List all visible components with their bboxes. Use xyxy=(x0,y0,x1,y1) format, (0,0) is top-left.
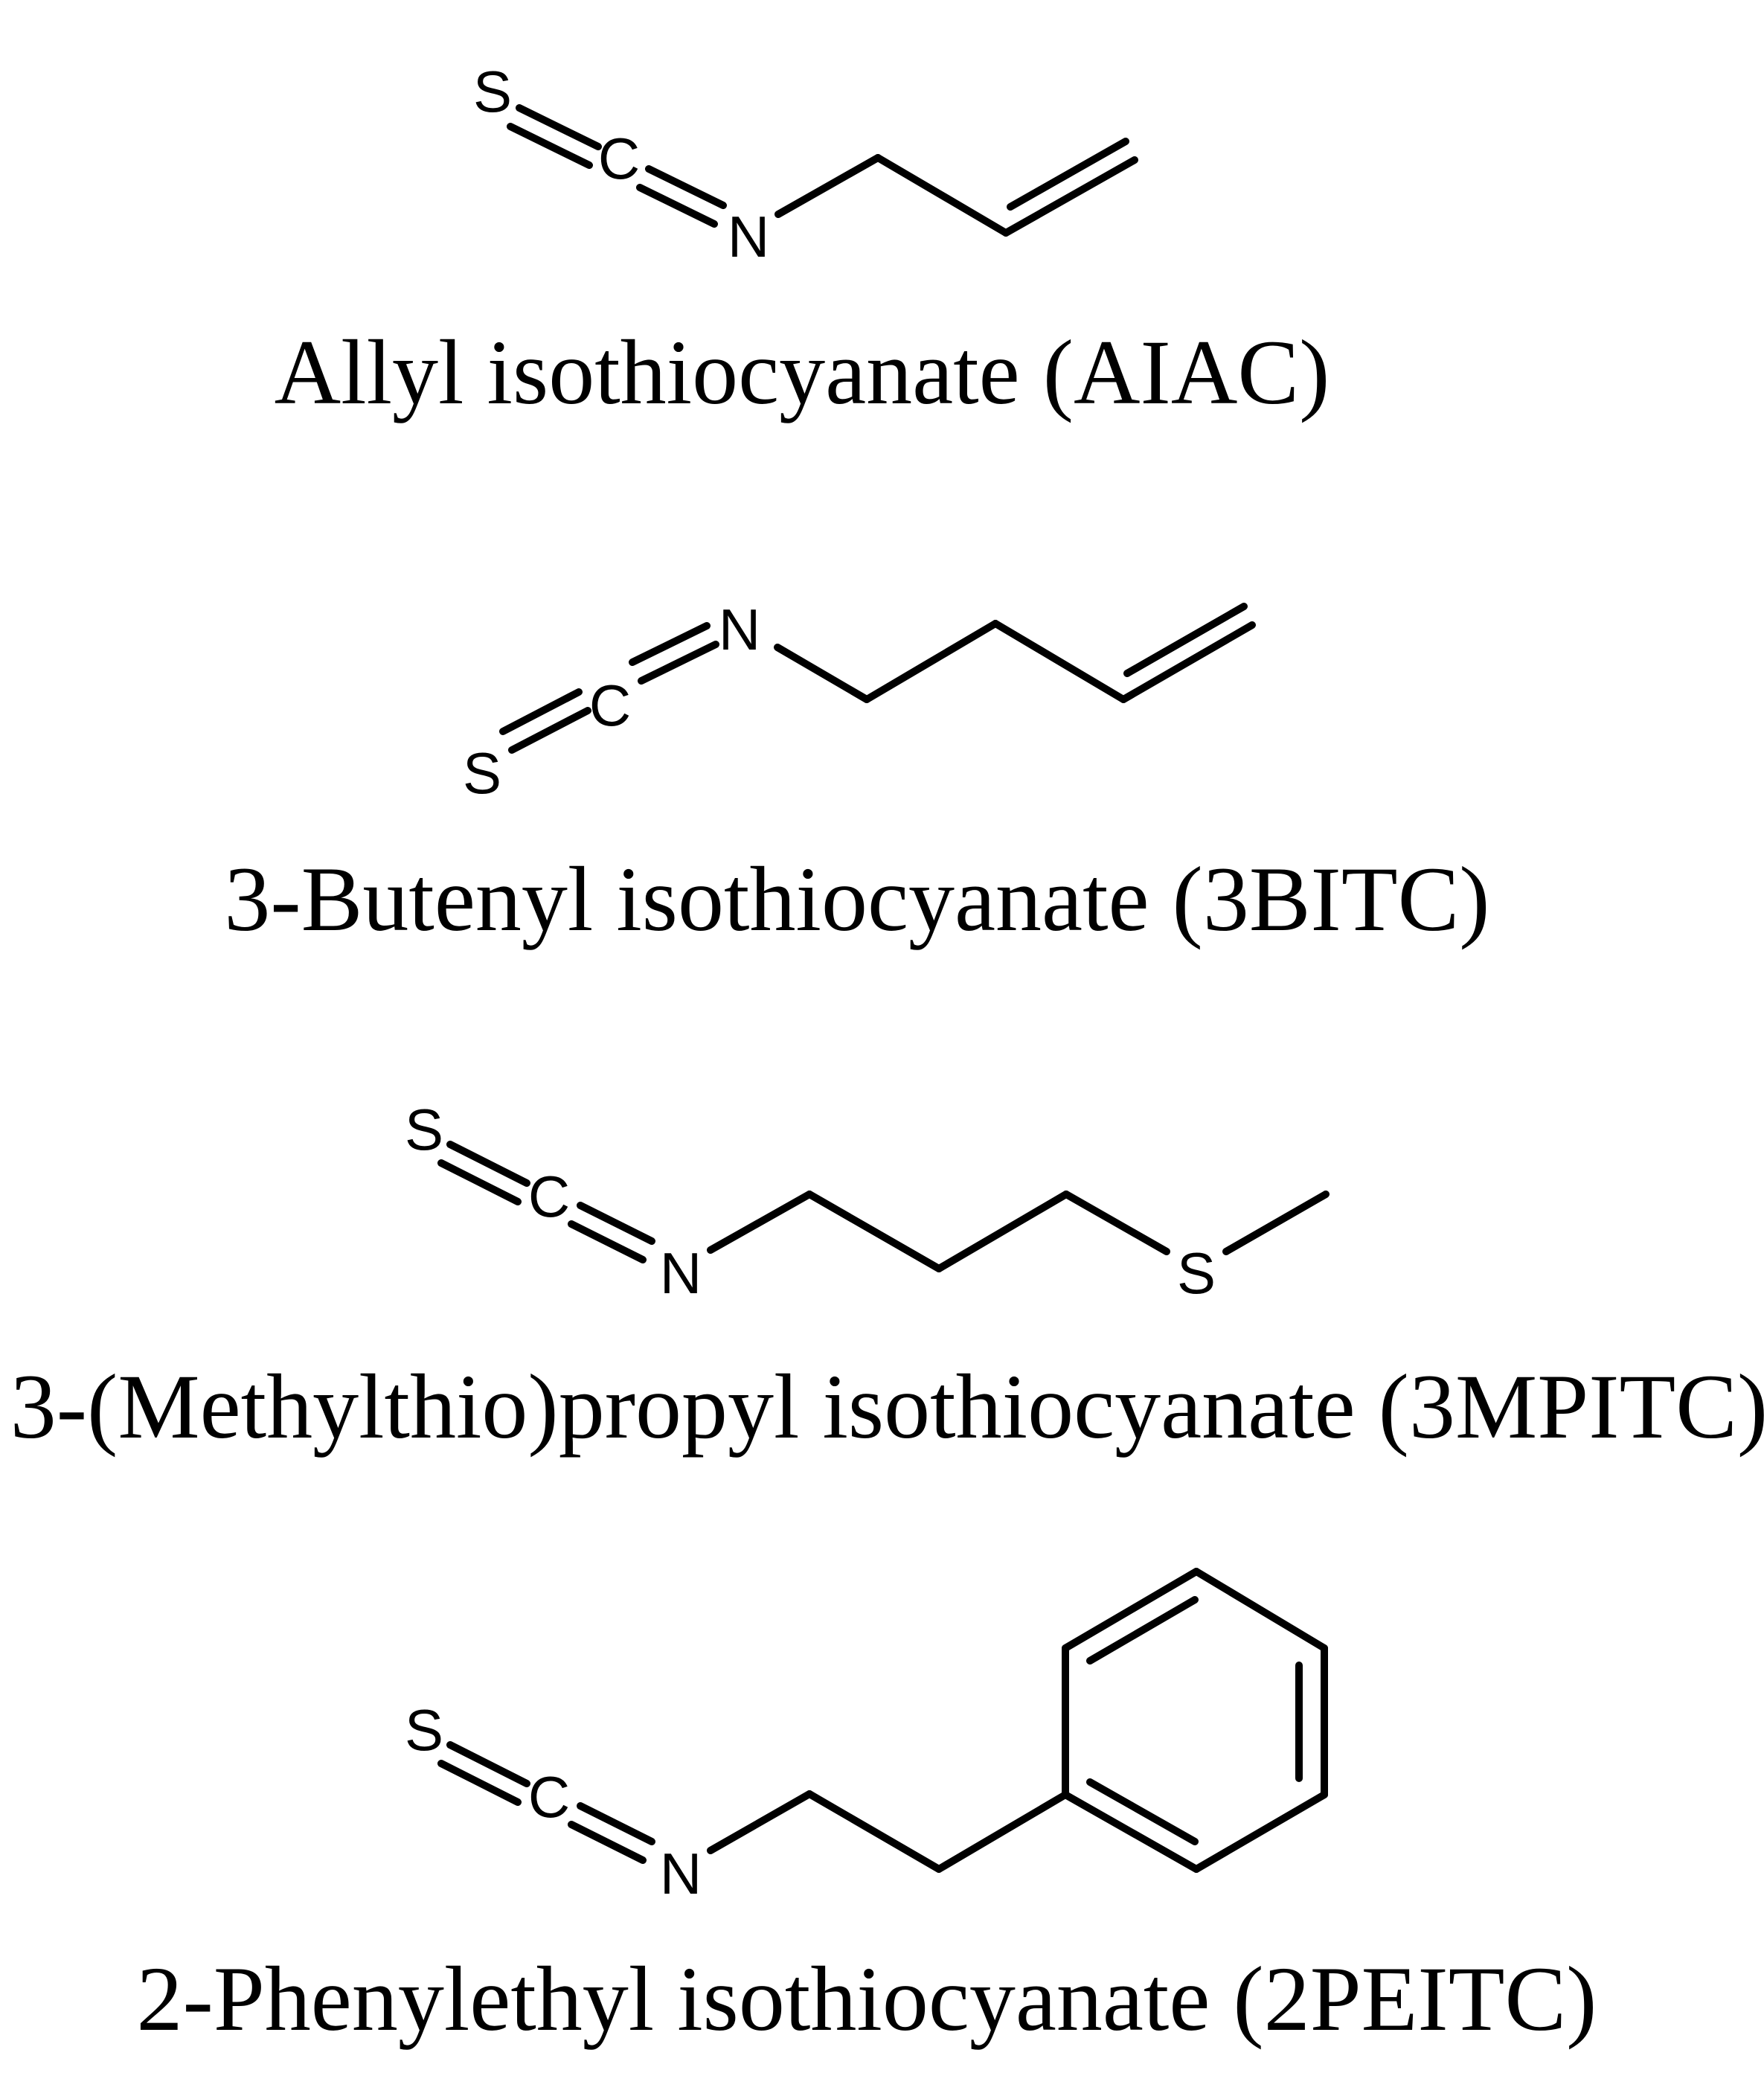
atom-nitrogen: N xyxy=(660,1240,702,1306)
bond-s-ch3 xyxy=(1222,1191,1330,1255)
bond-c-n-a xyxy=(577,1202,655,1245)
compound-3-butenyl-isothiocyanate: S C N 3-Butenyl isothiocyanate (3BITC) xyxy=(224,597,1489,950)
atom-sulfur: S xyxy=(405,1697,443,1763)
bond-s-c-a xyxy=(446,1141,530,1187)
bond-s-c-b xyxy=(507,123,593,169)
atom-carbon: C xyxy=(528,1764,570,1830)
compound-allyl-isothiocyanate: S C N Allyl isothiocyanate (AIAC) xyxy=(275,59,1330,423)
bond-n-ch2 xyxy=(707,1790,813,1854)
caption-2-phenylethyl-isothiocyanate: 2-Phenylethyl isothiocyanate (2PEITC) xyxy=(137,1948,1597,2050)
atom-nitrogen: N xyxy=(660,1841,702,1906)
structure-3-butenyl-isothiocyanate: S C N xyxy=(463,597,1256,806)
structure-allyl-isothiocyanate: S C N xyxy=(473,59,1138,269)
bond-c-n-b xyxy=(636,184,718,228)
atom-sulfur: S xyxy=(473,59,512,124)
bond-ch-ch2-a xyxy=(1002,156,1138,237)
ring-bond-2 xyxy=(1062,1568,1200,1652)
atom-carbon: C xyxy=(528,1164,570,1229)
bond-s-c-a xyxy=(516,104,602,150)
caption-allyl-isothiocyanate: Allyl isothiocyanate (AIAC) xyxy=(275,321,1330,423)
atom-carbon: C xyxy=(598,126,640,191)
ring-bond-6 xyxy=(1062,1791,1200,1873)
atom-sulfur: S xyxy=(405,1097,443,1162)
bond-c-n-b xyxy=(629,622,711,666)
bond-ch2-ch2-2 xyxy=(935,1191,1070,1272)
atom-thioether-sulfur: S xyxy=(1177,1240,1216,1306)
benzene-ring xyxy=(1062,1568,1328,1873)
bond-ch2-s xyxy=(1062,1191,1170,1255)
bond-c-n-b xyxy=(568,1220,647,1263)
bond-c-n-a xyxy=(577,1802,655,1845)
bond-ch2-ch2 xyxy=(863,620,999,703)
atom-nitrogen: N xyxy=(719,597,760,662)
caption-3-methylthiopropyl-isothiocyanate: 3-(Methylthio)propyl isothiocyanate (3MP… xyxy=(10,1356,1764,1458)
bond-ch2-ch xyxy=(874,154,1010,237)
structure-2-phenylethyl-isothiocyanate: S C N xyxy=(405,1568,1328,1906)
caption-3-butenyl-isothiocyanate: 3-Butenyl isothiocyanate (3BITC) xyxy=(224,848,1489,950)
ring-bond-3 xyxy=(1193,1568,1328,1652)
atom-carbon: C xyxy=(589,673,631,738)
ring-bond-5 xyxy=(1193,1791,1328,1873)
bond-c-n-a xyxy=(638,641,719,685)
bond-s-c-b xyxy=(499,688,583,735)
bond-n-ch2 xyxy=(707,1191,813,1254)
bond-ch-ch2-a xyxy=(1120,621,1256,703)
bond-ch-ch2-b xyxy=(1007,138,1129,211)
bond-n-ch2 xyxy=(774,154,882,218)
bond-s-c-b xyxy=(437,1159,522,1205)
bond-s-c-a xyxy=(508,707,591,754)
bond-ch-ch2-b xyxy=(1123,603,1248,677)
bond-ch2-ch xyxy=(992,620,1127,703)
bond-s-c-b xyxy=(437,1760,522,1806)
bond-ch2-ch2-1 xyxy=(806,1191,943,1272)
structure-3-methylthiopropyl-isothiocyanate: S C N S xyxy=(405,1097,1330,1306)
bond-ch2-ch2 xyxy=(806,1790,943,1873)
bond-c-n-b xyxy=(568,1821,647,1864)
bond-c-n-a xyxy=(645,165,727,209)
atom-sulfur: S xyxy=(463,740,501,806)
ring-double-inner-1 xyxy=(1086,1596,1199,1665)
compound-2-phenylethyl-isothiocyanate: S C N 2-Phenylethyl isothiocyanate (2PEI… xyxy=(137,1568,1597,2050)
atom-nitrogen: N xyxy=(728,204,769,269)
ring-double-inner-3 xyxy=(1086,1778,1199,1845)
compound-3-methylthiopropyl-isothiocyanate: S C N S 3-(Methylthio)propyl isothiocyan… xyxy=(10,1097,1764,1458)
bond-ch2-ring xyxy=(935,1791,1069,1873)
bond-s-c-a xyxy=(446,1741,530,1787)
bond-n-ch2 xyxy=(774,644,870,703)
